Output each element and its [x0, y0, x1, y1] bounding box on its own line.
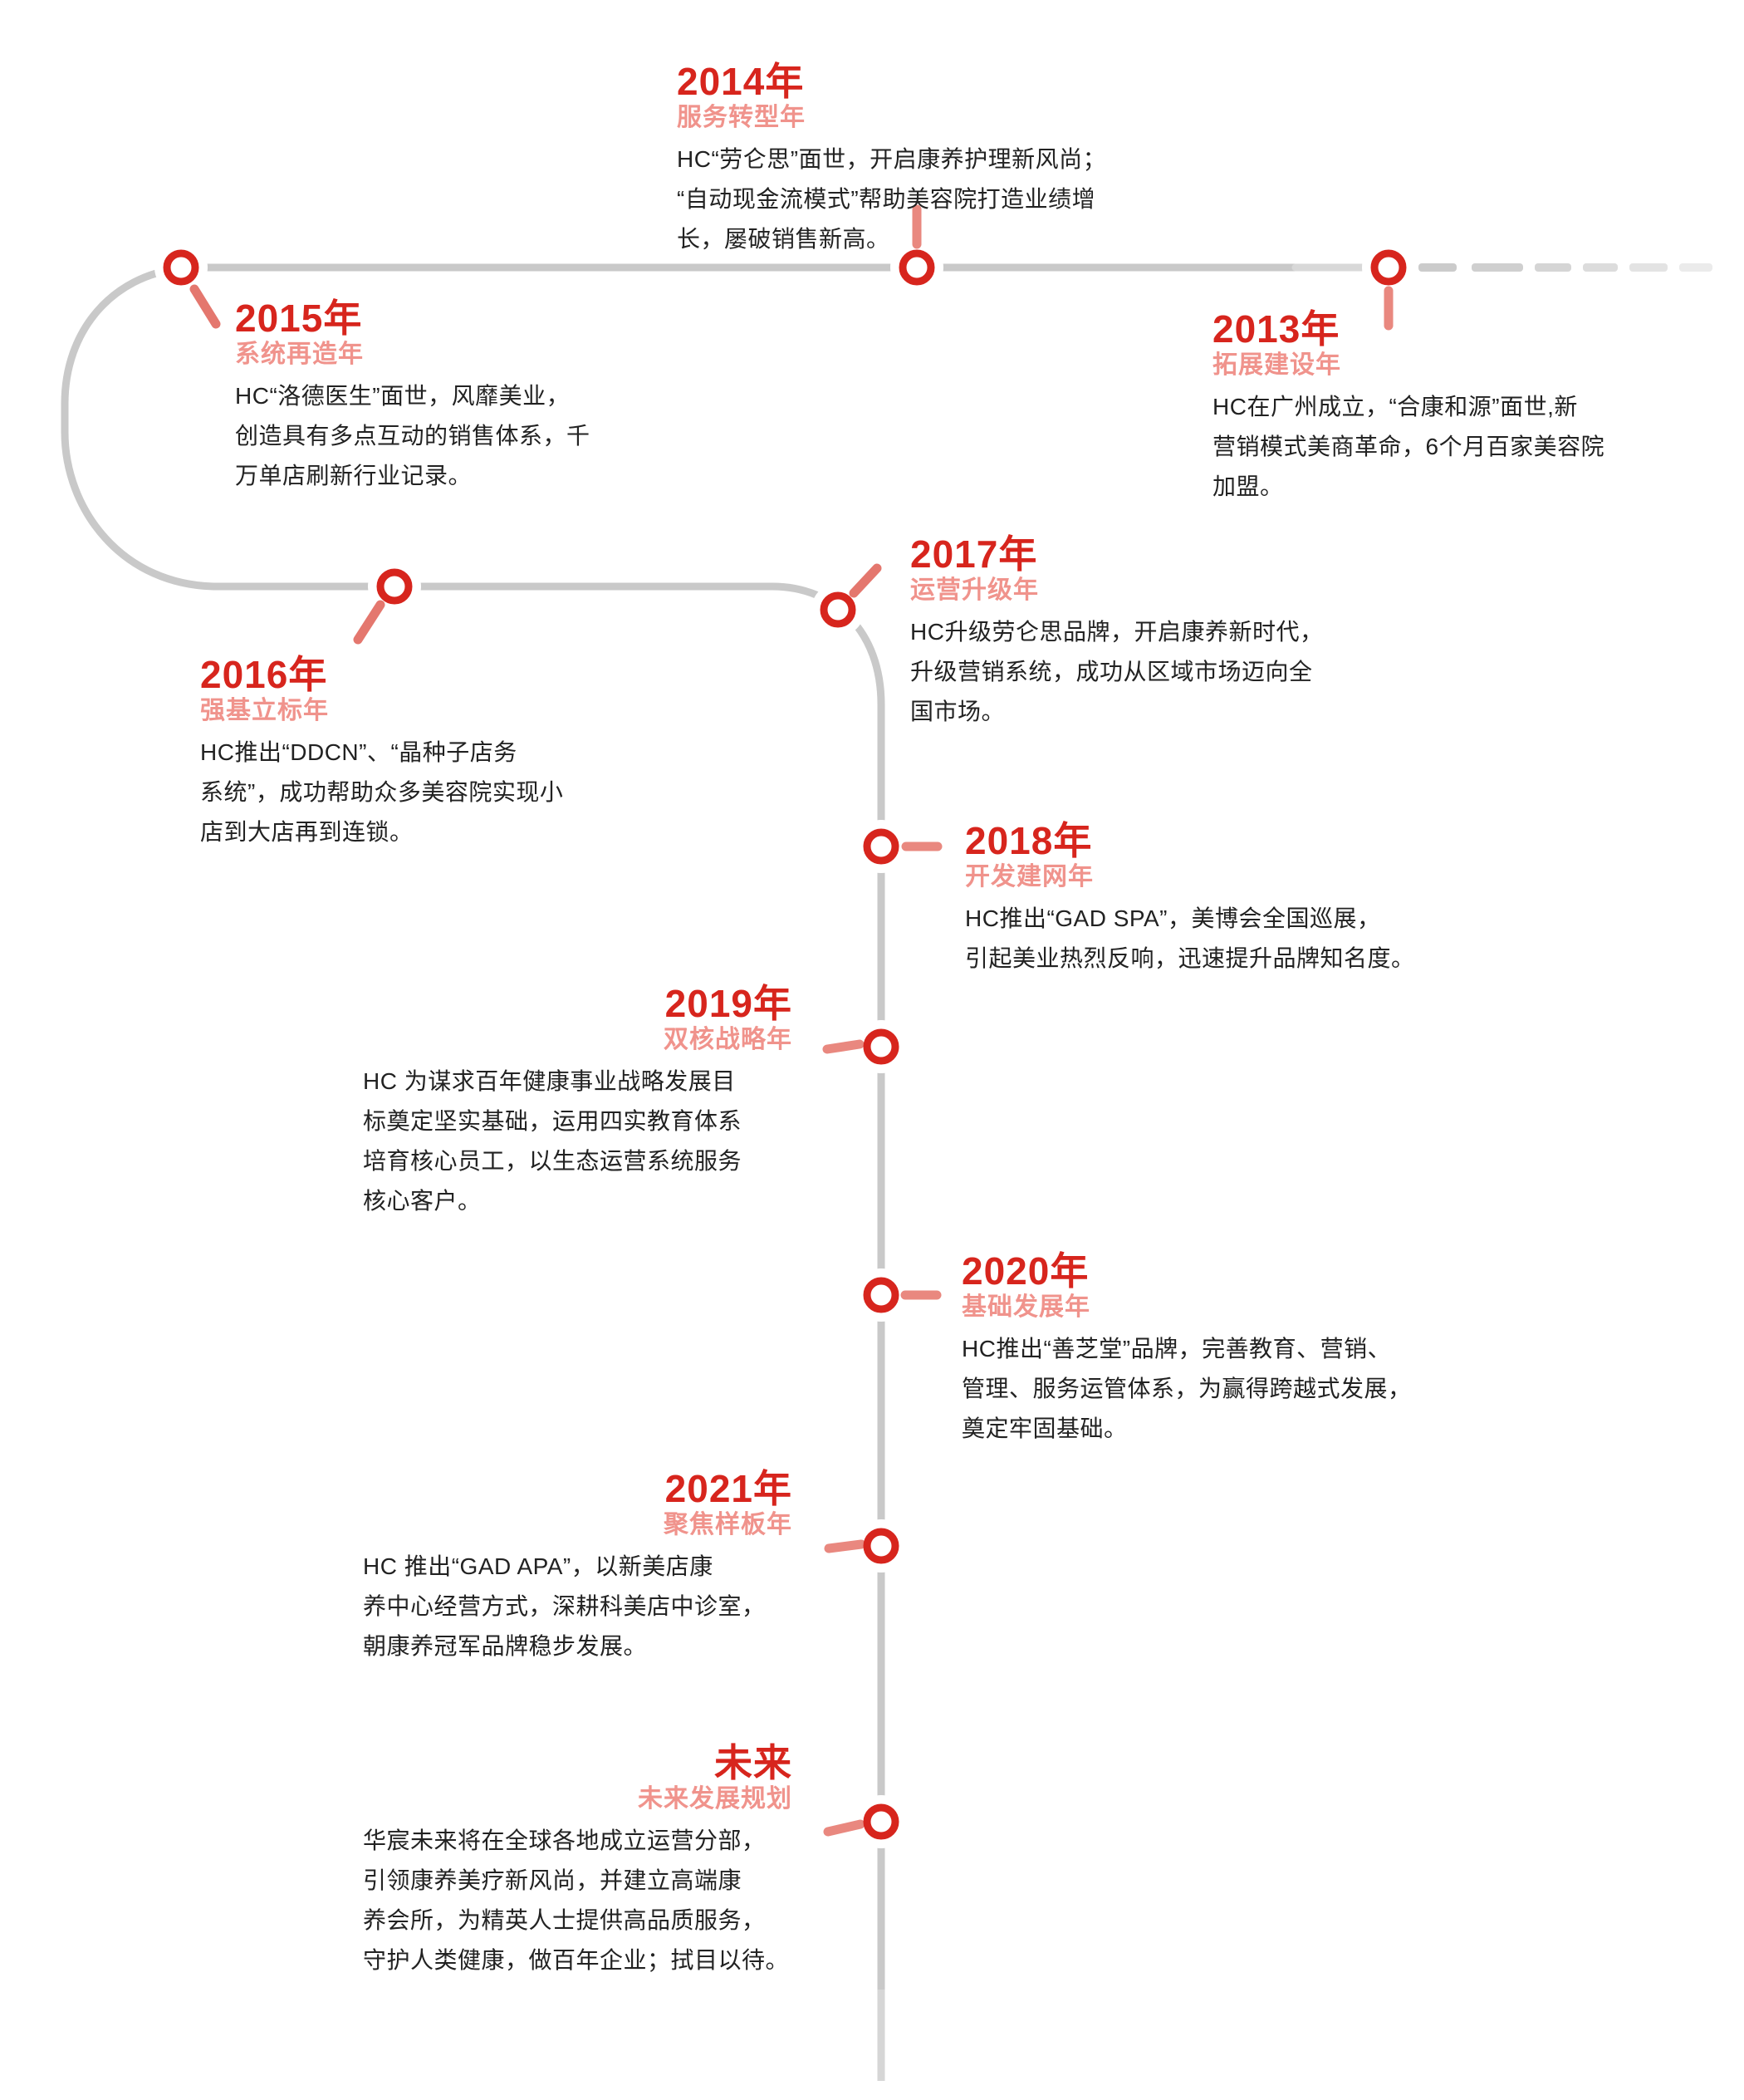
node-2014	[899, 249, 935, 286]
body-line: HC 推出“GAD APA”，以新美店康	[363, 1553, 713, 1579]
milestone-2020-body: HC推出“善芝堂”品牌，完善教育、营销、 管理、服务运管体系，为赢得跨越式发展，…	[962, 1329, 1510, 1449]
milestone-2021: 2021年 聚焦样板年 HC 推出“GAD APA”，以新美店康 养中心经营方式…	[363, 1467, 792, 1666]
body-line: HC在广州成立，“合康和源”面世,新	[1212, 394, 1578, 420]
dash-4	[1583, 263, 1618, 272]
body-line: 万单店刷新行业记录。	[235, 463, 473, 488]
milestone-2019: 2019年 双核战略年 HC 为谋求百年健康事业战略发展目 标奠定坚实基础，运用…	[363, 982, 792, 1221]
body-line: 管理、服务运管体系，为赢得跨越式发展，	[962, 1376, 1412, 1401]
milestone-2014-body: HC“劳仑思”面世，开启康养护理新风尚； “自动现金流模式”帮助美容院打造业绩增…	[677, 140, 1225, 259]
milestone-2013: 2013年 拓展建设年 HC在广州成立，“合康和源”面世,新 营销模式美商革命，…	[1212, 307, 1711, 507]
milestone-2021-year: 2021年	[664, 1467, 792, 1510]
milestone-2019-year: 2019年	[664, 982, 792, 1025]
milestone-2014-year: 2014年	[677, 60, 805, 103]
milestone-2014: 2014年 服务转型年 HC“劳仑思”面世，开启康养护理新风尚； “自动现金流模…	[677, 60, 1225, 259]
milestone-future: 未来 未来发展规划 华宸未来将在全球各地成立运营分部， 引领康养美疗新风尚，并建…	[363, 1741, 792, 1980]
milestone-2015-theme: 系统再造年	[235, 341, 364, 368]
body-line: HC 为谋求百年健康事业战略发展目	[363, 1068, 736, 1094]
milestone-2018: 2018年 开发建网年 HC推出“GAD SPA”，美博会全国巡展， 引起美业热…	[965, 819, 1530, 979]
milestone-2016-body: HC推出“DDCN”、“晶种子店务 系统”，成功帮助众多美容院实现小 店到大店再…	[200, 733, 682, 852]
node-2016	[376, 568, 413, 605]
tick-2015	[189, 284, 221, 329]
dash-5	[1629, 263, 1668, 272]
node-rings	[163, 249, 1407, 1840]
node-2019	[863, 1028, 899, 1065]
body-line: 华宸未来将在全球各地成立运营分部，	[363, 1828, 766, 1853]
dash-1	[1418, 263, 1457, 272]
milestone-2020-theme: 基础发展年	[962, 1293, 1090, 1321]
milestone-2020-year: 2020年	[962, 1249, 1090, 1293]
node-2013	[1370, 249, 1407, 286]
body-line: 升级营销系统，成功从区域市场迈向全	[910, 659, 1313, 684]
milestone-2017-theme: 运营升级年	[910, 577, 1039, 604]
dash-3	[1535, 263, 1571, 272]
node-future	[863, 1803, 899, 1840]
body-line: 守护人类健康，做百年企业；拭目以待。	[363, 1947, 790, 1973]
milestone-2021-body: HC 推出“GAD APA”，以新美店康 养中心经营方式，深耕科美店中诊室， 朝…	[363, 1547, 792, 1666]
body-line: 长，屡破销售新高。	[677, 226, 890, 252]
milestone-2018-theme: 开发建网年	[965, 863, 1094, 891]
milestone-2016-theme: 强基立标年	[200, 697, 329, 724]
milestone-future-theme: 未来发展规划	[638, 1785, 792, 1813]
tick-2019	[822, 1039, 865, 1054]
milestone-2021-theme: 聚焦样板年	[664, 1511, 792, 1538]
body-line: HC推出“善芝堂”品牌，完善教育、营销、	[962, 1336, 1392, 1362]
milestone-future-body: 华宸未来将在全球各地成立运营分部， 引领康养美疗新风尚，并建立高端康 养会所，为…	[363, 1821, 792, 1980]
body-line: 养中心经营方式，深耕科美店中诊室，	[363, 1593, 766, 1619]
node-2015	[163, 249, 199, 286]
milestone-2017: 2017年 运营升级年 HC升级劳仑思品牌，开启康养新时代， 升级营销系统，成功…	[910, 532, 1442, 732]
node-2021	[863, 1528, 899, 1564]
milestone-2015-year: 2015年	[235, 297, 363, 340]
milestone-2020: 2020年 基础发展年 HC推出“善芝堂”品牌，完善教育、营销、 管理、服务运管…	[962, 1249, 1510, 1449]
body-line: 引领康养美疗新风尚，并建立高端康	[363, 1867, 742, 1893]
milestone-2017-year: 2017年	[910, 532, 1038, 576]
tick-2016	[353, 600, 385, 645]
body-line: 营销模式美商革命，6个月百家美容院	[1212, 434, 1605, 459]
node-2017	[820, 591, 856, 628]
body-line: 创造具有多点互动的销售体系，千	[235, 423, 590, 449]
tick-2021	[824, 1539, 866, 1553]
body-line: HC推出“GAD SPA”，美博会全国巡展，	[965, 905, 1381, 931]
milestone-2014-theme: 服务转型年	[677, 104, 806, 131]
body-line: 国市场。	[910, 699, 1006, 724]
body-line: 核心客户。	[363, 1188, 482, 1214]
body-line: “自动现金流模式”帮助美容院打造业绩增	[677, 186, 1096, 212]
milestone-2018-year: 2018年	[965, 819, 1093, 862]
milestone-2013-body: HC在广州成立，“合康和源”面世,新 营销模式美商革命，6个月百家美容院 加盟。	[1212, 387, 1711, 507]
body-line: 标奠定坚实基础，运用四实教育体系	[363, 1108, 742, 1134]
node-2020	[863, 1277, 899, 1313]
milestone-2018-body: HC推出“GAD SPA”，美博会全国巡展， 引起美业热烈反响，迅速提升品牌知名…	[965, 899, 1530, 979]
milestone-2016-year: 2016年	[200, 653, 328, 696]
body-line: 养会所，为精英人士提供高品质服务，	[363, 1907, 766, 1933]
milestone-2015: 2015年 系统再造年 HC“洛德医生”面世，风靡美业， 创造具有多点互动的销售…	[235, 297, 683, 496]
body-line: HC推出“DDCN”、“晶种子店务	[200, 739, 517, 765]
body-line: 培育核心员工，以生态运营系统服务	[363, 1148, 742, 1174]
milestone-2013-theme: 拓展建设年	[1212, 351, 1341, 379]
milestone-2019-theme: 双核战略年	[664, 1026, 792, 1053]
body-line: 系统”，成功帮助众多美容院实现小	[200, 779, 564, 805]
body-line: 奠定牢固基础。	[962, 1416, 1128, 1441]
body-line: 店到大店再到连锁。	[200, 819, 414, 845]
body-line: 朝康养冠军品牌稳步发展。	[363, 1633, 648, 1659]
milestone-future-year: 未来	[714, 1741, 792, 1784]
milestone-2013-year: 2013年	[1212, 307, 1340, 351]
node-2018	[863, 828, 899, 865]
node-ticks	[189, 204, 1394, 1837]
milestone-2015-body: HC“洛德医生”面世，风靡美业， 创造具有多点互动的销售体系，千 万单店刷新行业…	[235, 376, 683, 496]
dash-6	[1679, 263, 1712, 272]
body-line: 加盟。	[1212, 473, 1284, 499]
tick-future	[823, 1819, 865, 1837]
dash-2	[1472, 263, 1523, 272]
milestone-2019-body: HC 为谋求百年健康事业战略发展目 标奠定坚实基础，运用四实教育体系 培育核心员…	[363, 1062, 792, 1221]
body-line: HC“洛德医生”面世，风靡美业，	[235, 383, 571, 409]
body-line: HC升级劳仑思品牌，开启康养新时代，	[910, 619, 1324, 645]
body-line: 引起美业热烈反响，迅速提升品牌知名度。	[965, 945, 1415, 971]
timeline-fading-dashes	[1418, 263, 1712, 272]
body-line: HC“劳仑思”面世，开启康养护理新风尚；	[677, 146, 1107, 172]
milestone-2016: 2016年 强基立标年 HC推出“DDCN”、“晶种子店务 系统”，成功帮助众多…	[200, 653, 682, 852]
tick-2017	[849, 563, 882, 598]
milestone-2017-body: HC升级劳仑思品牌，开启康养新时代， 升级营销系统，成功从区域市场迈向全 国市场…	[910, 612, 1442, 732]
